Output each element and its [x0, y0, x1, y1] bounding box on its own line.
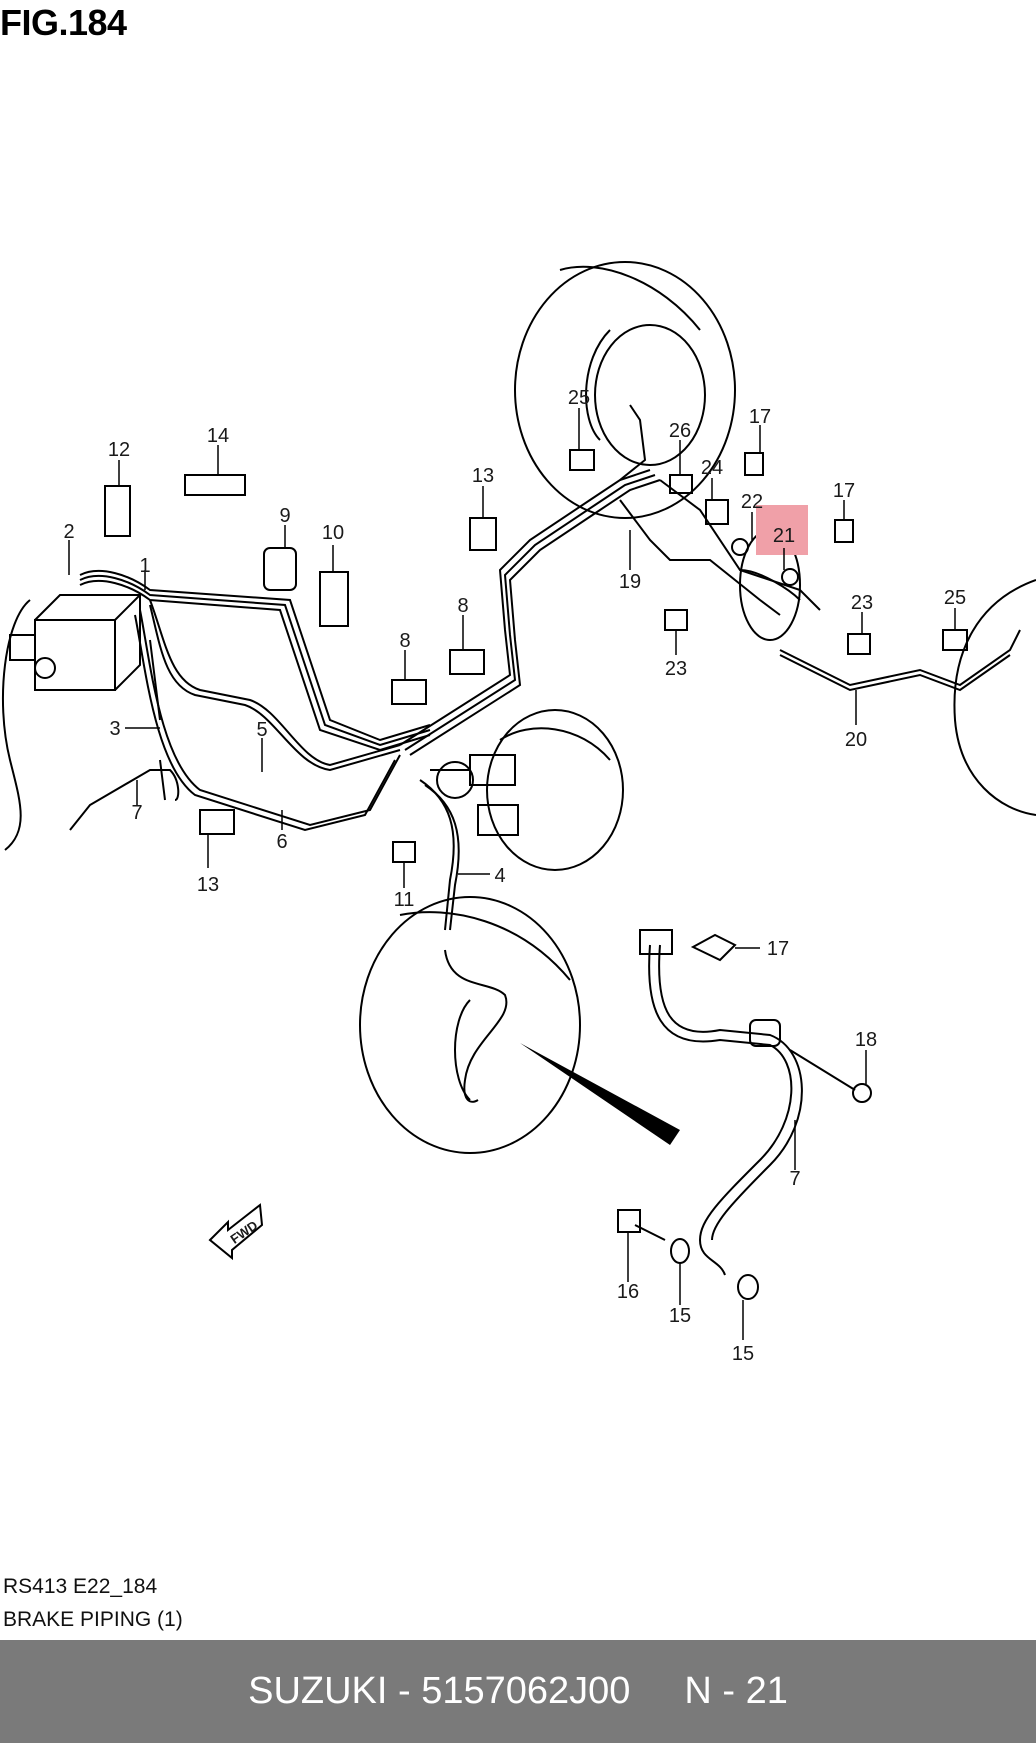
callout-21: 21 — [773, 525, 795, 547]
front-wheel-left-edge — [2, 599, 31, 851]
callout-25b: 25 — [944, 587, 966, 609]
washer-15b — [737, 1274, 759, 1300]
callout-17a: 17 — [749, 406, 771, 428]
callout-7b: 7 — [789, 1168, 800, 1190]
callout-26: 26 — [669, 420, 691, 442]
callout-14: 14 — [207, 425, 229, 447]
callout-3: 3 — [109, 718, 120, 740]
callout-13a: 13 — [472, 465, 494, 487]
brake-pipe-bundle-left — [79, 570, 431, 832]
footer-bar: SUZUKI - 5157062J00 N - 21 — [0, 1640, 1036, 1743]
clip-13a — [469, 517, 497, 551]
clip-25b — [942, 629, 968, 651]
figure-name: BRAKE PIPING (1) — [3, 1608, 183, 1631]
callout-19: 19 — [619, 571, 641, 593]
callout-7a: 7 — [131, 802, 142, 824]
front-wheel-hose — [444, 949, 508, 1103]
callout-1: 1 — [139, 555, 150, 577]
callout-5: 5 — [256, 719, 267, 741]
callout-11: 11 — [394, 889, 415, 911]
callout-8a: 8 — [457, 595, 468, 617]
clip-8b — [391, 679, 427, 705]
clip-8a — [449, 649, 485, 675]
callout-15b: 15 — [732, 1343, 754, 1365]
brake-hose-left — [69, 769, 180, 831]
clip-24 — [705, 499, 729, 525]
bolt-18 — [789, 1049, 856, 1091]
clip-23b — [847, 633, 871, 655]
clip-13b — [199, 809, 235, 835]
callout-25a: 25 — [568, 387, 590, 409]
fwd-arrow-icon: FWD — [208, 1203, 264, 1261]
callout-23b: 23 — [851, 592, 873, 614]
brake-piping-diagram: FWD — [2, 261, 1036, 1365]
figure-code: RS413 E22_184 — [3, 1575, 158, 1598]
brake-booster — [486, 709, 624, 871]
leader-lines — [68, 408, 956, 1340]
callout-9: 9 — [279, 505, 290, 527]
callout-2: 2 — [63, 521, 74, 543]
washer-15a — [670, 1238, 690, 1264]
clip-17-detail — [690, 933, 737, 962]
brake-hose-detail — [648, 944, 793, 1276]
callout-4: 4 — [494, 865, 505, 887]
footer-brand-part: SUZUKI - 5157062J00 — [248, 1670, 631, 1712]
callout-16: 16 — [617, 1281, 639, 1303]
callout-8b: 8 — [399, 630, 410, 652]
clip-9 — [263, 547, 297, 591]
callout-6: 6 — [276, 831, 287, 853]
callout-18: 18 — [855, 1029, 877, 1051]
footer-position: N - 21 — [684, 1670, 788, 1712]
clip-17b — [834, 519, 854, 543]
rear-wheel-right-edge — [953, 579, 1036, 816]
callout-20: 20 — [845, 729, 867, 751]
direction-pointer — [520, 1043, 680, 1145]
brake-pipe-rear-run — [399, 404, 821, 756]
clip-10 — [319, 571, 349, 627]
brake-pipe-right-run — [739, 529, 1021, 692]
callout-22: 22 — [741, 491, 763, 513]
fitting-21 — [781, 568, 799, 586]
abs-hydraulic-unit — [9, 594, 143, 691]
bolt-16 — [617, 1209, 666, 1241]
callout-23a: 23 — [665, 658, 687, 680]
callout-13b: 13 — [197, 874, 219, 896]
fitting-22 — [731, 538, 749, 556]
figure-title: FIG.184 — [0, 2, 127, 43]
clip-12 — [104, 485, 131, 537]
callout-24: 24 — [701, 457, 723, 479]
clip-25a — [569, 449, 595, 471]
rear-wheel-top — [514, 261, 736, 519]
callout-highlight — [756, 505, 808, 555]
clip-11 — [392, 841, 416, 863]
callout-17b: 17 — [833, 480, 855, 502]
callout-12: 12 — [108, 439, 130, 461]
clip-14 — [184, 474, 246, 496]
front-wheel — [359, 896, 581, 1154]
master-cylinder — [430, 754, 519, 836]
clip-26 — [669, 474, 693, 494]
callout-15a: 15 — [669, 1305, 691, 1327]
callout-10: 10 — [322, 522, 344, 544]
callout-17c: 17 — [767, 938, 789, 960]
clip-23a — [664, 609, 688, 631]
callout-labels: 12 14 2 1 9 10 13 8 8 3 5 7 6 13 11 4 25… — [63, 387, 966, 1365]
clip-17a — [744, 452, 764, 476]
